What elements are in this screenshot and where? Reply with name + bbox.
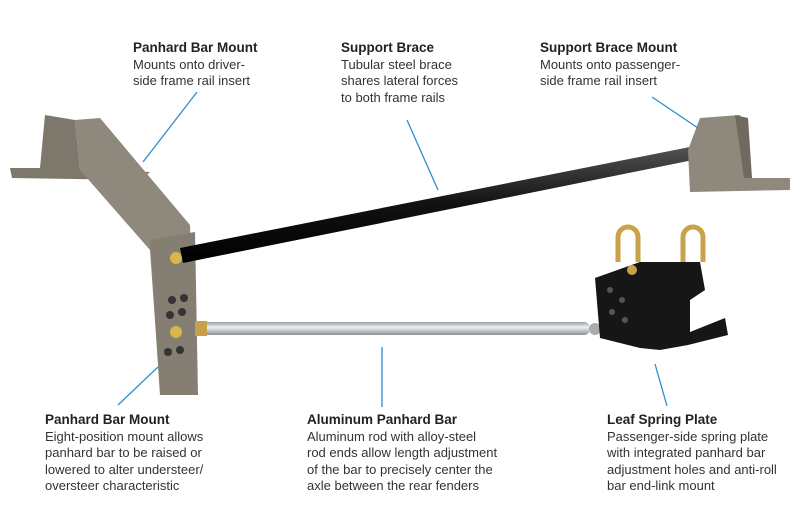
callout-panhard-bar-mount-bottom: Panhard Bar Mount Eight-position mount a… <box>45 412 203 495</box>
callout-description: Aluminum rod with alloy-steel rod ends a… <box>307 428 498 494</box>
callout-support-brace-mount: Support Brace Mount Mounts onto passenge… <box>540 40 680 90</box>
leader-line <box>142 91 198 163</box>
callout-title: Panhard Bar Mount <box>133 40 258 55</box>
callout-description: Mounts onto passenger- side frame rail i… <box>540 56 681 89</box>
callout-description: Passenger-side spring plate with integra… <box>607 428 777 494</box>
leader-line <box>406 119 439 191</box>
support-brace-mount <box>688 115 790 192</box>
callout-description: Eight-position mount allows panhard bar … <box>45 428 204 494</box>
callout-title: Leaf Spring Plate <box>607 412 718 427</box>
leader-lines <box>117 91 699 407</box>
aluminum-panhard-bar <box>195 321 601 336</box>
support-brace <box>180 145 703 263</box>
callout-title: Panhard Bar Mount <box>45 412 170 427</box>
callout-leaf-spring-plate: Leaf Spring Plate Passenger-side spring … <box>607 412 777 495</box>
callout-title: Support Brace Mount <box>540 40 678 55</box>
callout-support-brace: Support Brace Tubular steel brace shares… <box>341 40 458 106</box>
callout-description: Tubular steel brace shares lateral force… <box>341 56 459 105</box>
callout-title: Aluminum Panhard Bar <box>307 412 458 427</box>
leader-line <box>654 363 668 407</box>
callout-description: Mounts onto driver- side frame rail inse… <box>133 56 251 89</box>
leader-line <box>117 366 159 406</box>
leader-line <box>651 96 699 129</box>
left-panhard-bar-mount <box>10 115 198 395</box>
leaf-spring-plate <box>595 224 728 350</box>
callout-panhard-bar-mount-top: Panhard Bar Mount Mounts onto driver- si… <box>133 40 258 90</box>
callout-title: Support Brace <box>341 40 435 55</box>
callout-aluminum-panhard-bar: Aluminum Panhard Bar Aluminum rod with a… <box>307 412 497 495</box>
